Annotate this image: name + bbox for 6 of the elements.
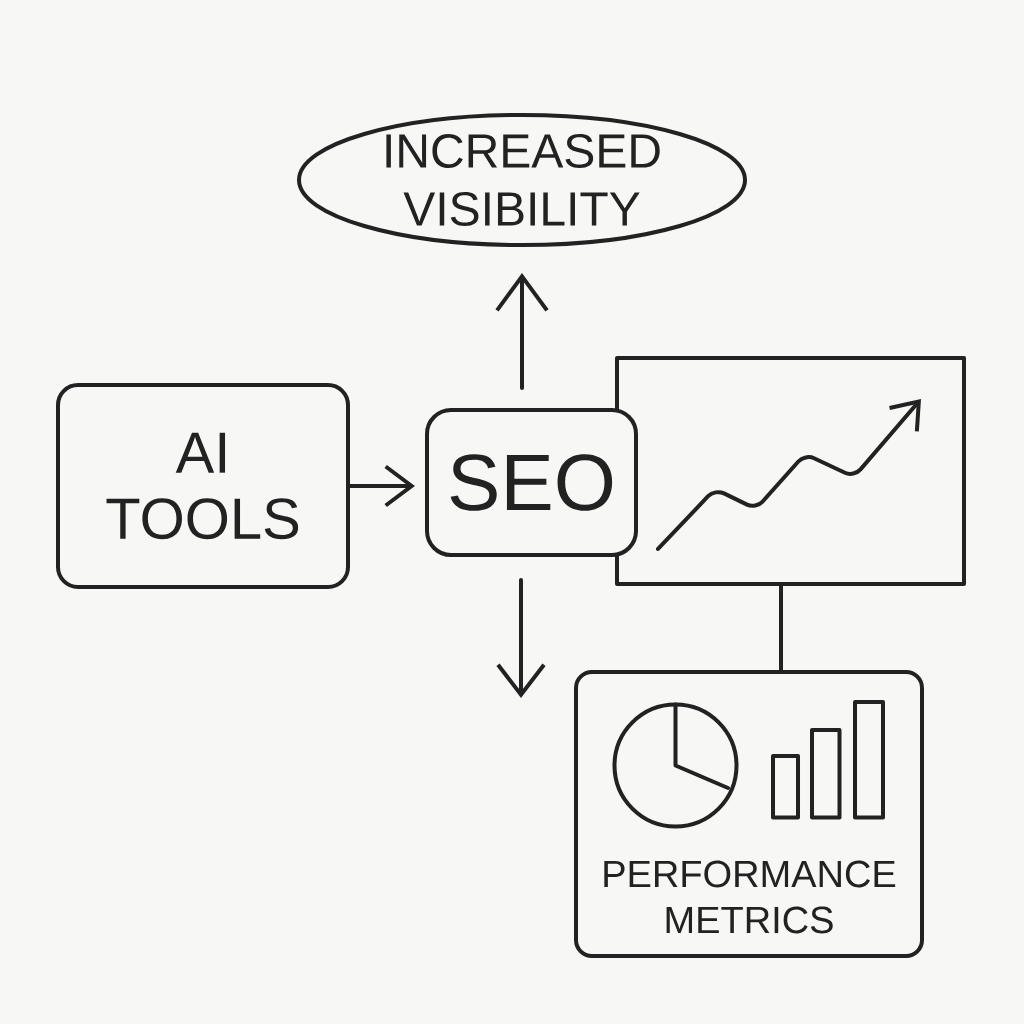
process-box: SEO (425, 408, 638, 557)
arrow (496, 578, 546, 698)
metrics-box: PERFORMANCE METRICS (574, 670, 924, 958)
source-box: AI TOOLS (56, 383, 350, 589)
connector-line (779, 584, 783, 672)
arrow (495, 273, 549, 390)
